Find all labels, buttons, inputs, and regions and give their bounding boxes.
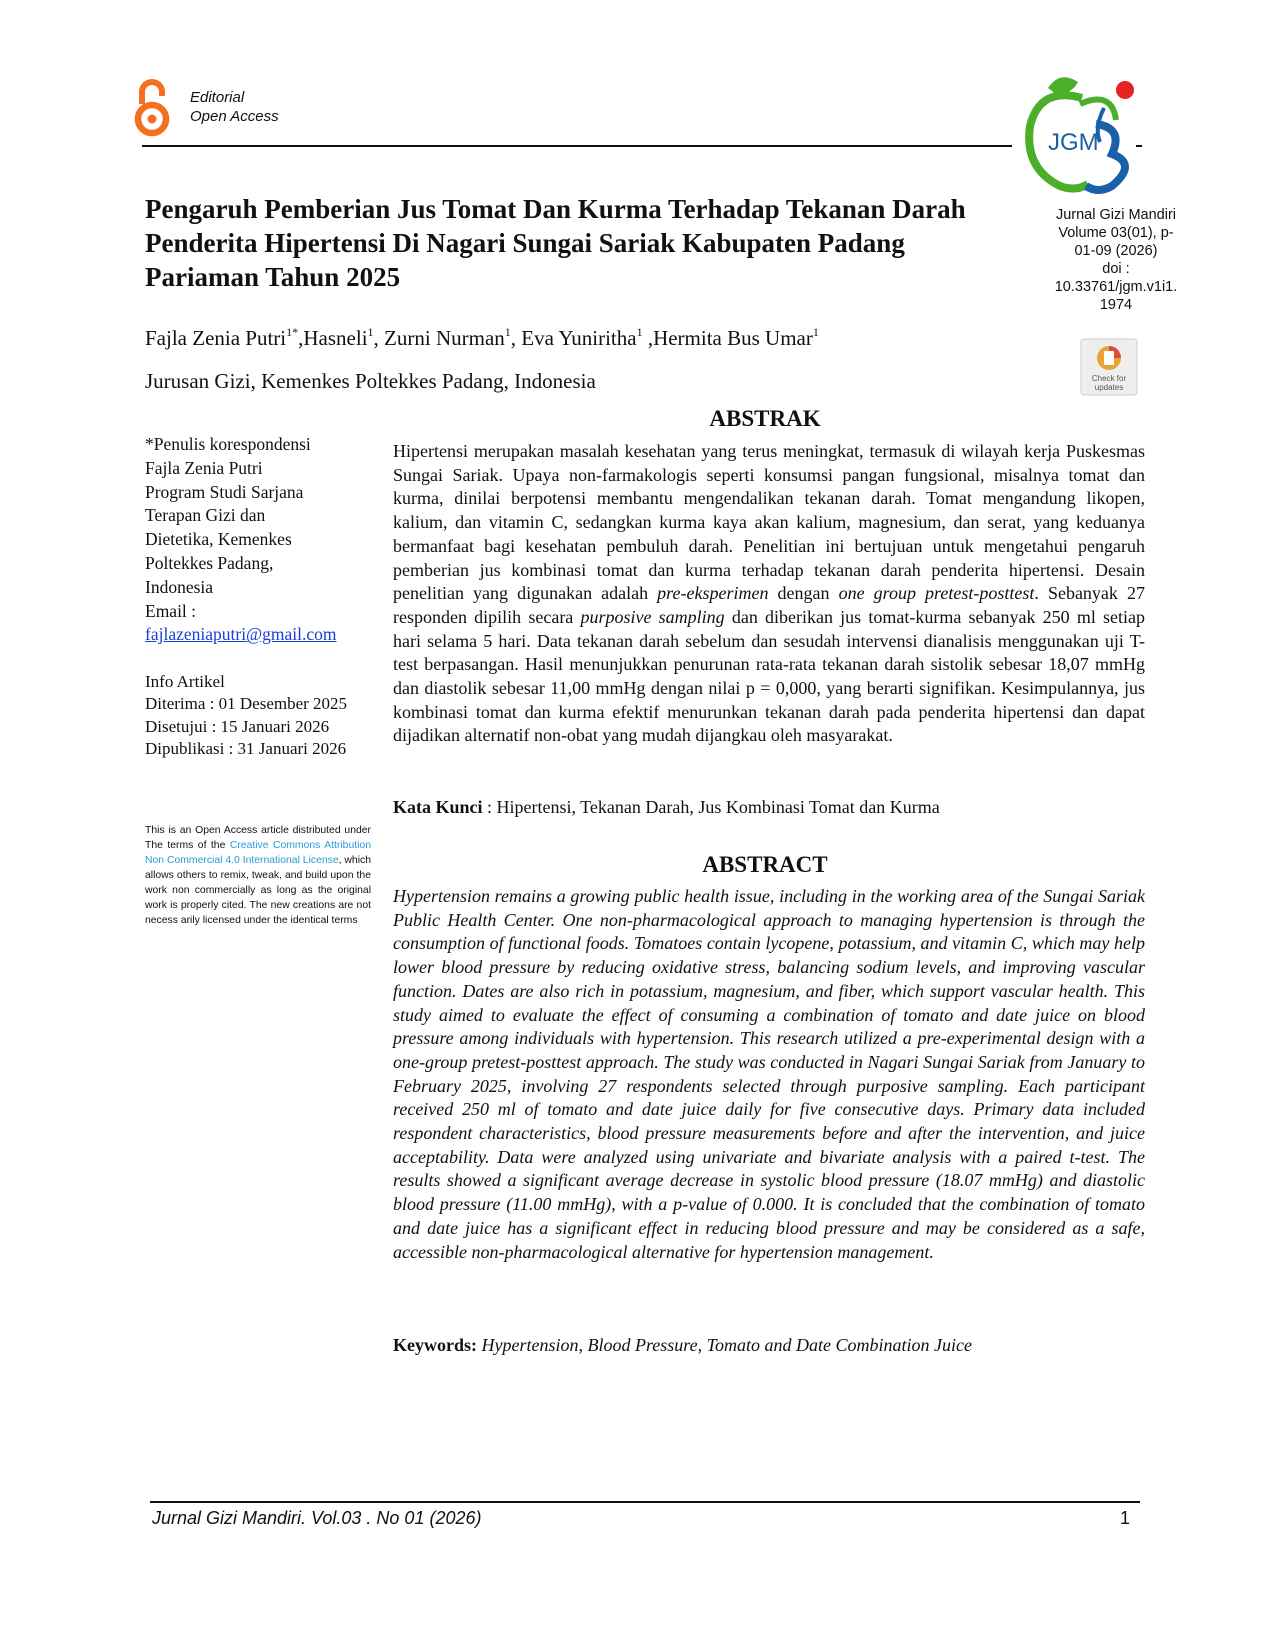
journal-info-line: 1974 [1099,297,1133,313]
page-number: 1 [1120,1508,1131,1528]
correspondence-line: Poltekkes Padang, [145,552,274,573]
author-name: Fajla Zenia Putri [145,326,287,350]
author-affiliation-mark: 1* [286,325,299,339]
logo-text: JGM [1048,129,1099,156]
footer-rule [150,1501,1140,1503]
accepted-date: Disetujui : 15 Januari 2026 [145,716,330,736]
keywords-label: Keywords: [393,1335,477,1355]
abstrak-text: . Sebanyak 27 responden dipilih secara [393,583,1145,627]
author-list: Fajla Zenia Putri1*,Hasneli1, Zurni Nurm… [145,325,1045,351]
license-text: This is an Open Access article distribut… [145,825,371,851]
abstrak-text: Hipertensi merupakan masalah kesehatan y… [393,441,1145,604]
author-affiliation-mark: 1 [636,325,643,339]
published-date: Dipublikasi : 31 Januari 2026 [145,738,347,758]
abstrak-text: dan diberikan jus tomat-kurma sebanyak 2… [393,606,1146,746]
author-name: , Eva Yuniritha [510,326,637,350]
access-line-open-access: Open Access [190,108,279,125]
correspondence-line: Terapan Gizi dan [145,505,266,526]
open-access-icon [134,79,170,137]
author-name: , Zurni Nurman [373,326,505,350]
author-name: ,Hasneli [298,326,368,350]
keywords-text: : Hipertensi, Tekanan Darah, Jus Kombina… [482,797,940,817]
license-link[interactable]: Creative Commons Attribution Non Commerc… [145,840,371,866]
correspondence-line: Indonesia [145,576,214,597]
journal-info-line: 10.33761/jgm.v1i1. [1054,279,1178,295]
abstract-keywords: Keywords: Hypertension, Blood Pressure, … [393,1334,1145,1358]
journal-info-line: Jurnal Gizi Mandiri [1055,207,1177,223]
journal-logo: JGM [1025,77,1134,194]
correspondence-line: Dietetika, Kemenkes [145,529,292,550]
check-for-updates-badge[interactable]: Check for updates [1080,338,1138,396]
affiliation: Jurusan Gizi, Kemenkes Poltekkes Padang,… [145,369,596,393]
license-notice: This is an Open Access article distribut… [145,823,371,928]
header-rule-end [1136,145,1142,147]
abstract-heading: ABSTRACT [702,852,828,877]
abstrak-italic: pre-eksperimen [657,583,769,604]
journal-info: Jurnal Gizi Mandiri Volume 03(01), p- 01… [1030,206,1202,314]
license-text: , which allows others to remix, tweak, a… [145,855,371,926]
abstrak-italic: one group pretest-posttest [838,583,1035,604]
correspondence-block: *Penulis korespondensi Fajla Zenia Putri… [145,433,375,647]
abstrak-heading: ABSTRAK [709,406,821,431]
keywords-text: Hypertension, Blood Pressure, Tomato and… [477,1335,972,1355]
abstrak-text: dengan [768,583,839,604]
paper-title: Pengaruh Pemberian Jus Tomat Dan Kurma T… [145,194,966,292]
article-info-heading: Info Artikel [145,672,225,691]
journal-info-line: 01-09 (2026) [1074,243,1158,259]
article-info: Info Artikel Diterima : 01 Desember 2025… [145,671,385,760]
correspondence-line: Program Studi Sarjana [145,481,304,502]
footer-journal: Jurnal Gizi Mandiri. Vol.03 . No 01 (202… [152,1508,482,1528]
correspondence-name: Fajla Zenia Putri [145,457,263,478]
access-label: Editorial Open Access [190,88,279,126]
author-affiliation-mark: 1 [812,325,819,339]
author-affiliation-mark: 1 [504,325,511,339]
abstract-body: Hypertension remains a growing public he… [393,886,1145,1262]
correspondence-label: *Penulis korespondensi [145,434,311,454]
email-link[interactable]: fajlazeniaputri@gmail.com [145,624,337,645]
author-name: ,Hermita Bus Umar [642,326,813,350]
check-updates-line1: Check for [1092,374,1127,383]
author-affiliation-mark: 1 [367,325,374,339]
journal-info-line: doi : [1102,261,1130,277]
abstrak-italic: purposive sampling [580,606,725,627]
check-updates-line2: updates [1095,383,1123,392]
header-rule [142,145,1012,147]
access-line-editorial: Editorial [190,89,245,106]
abstrak-body: Hipertensi merupakan masalah kesehatan y… [393,440,1145,748]
received-date: Diterima : 01 Desember 2025 [145,694,348,714]
keywords-label: Kata Kunci [393,797,483,817]
journal-info-line: Volume 03(01), p- [1058,225,1174,241]
email-label: Email : [145,600,197,621]
abstrak-keywords: Kata Kunci : Hipertensi, Tekanan Darah, … [393,796,1145,820]
